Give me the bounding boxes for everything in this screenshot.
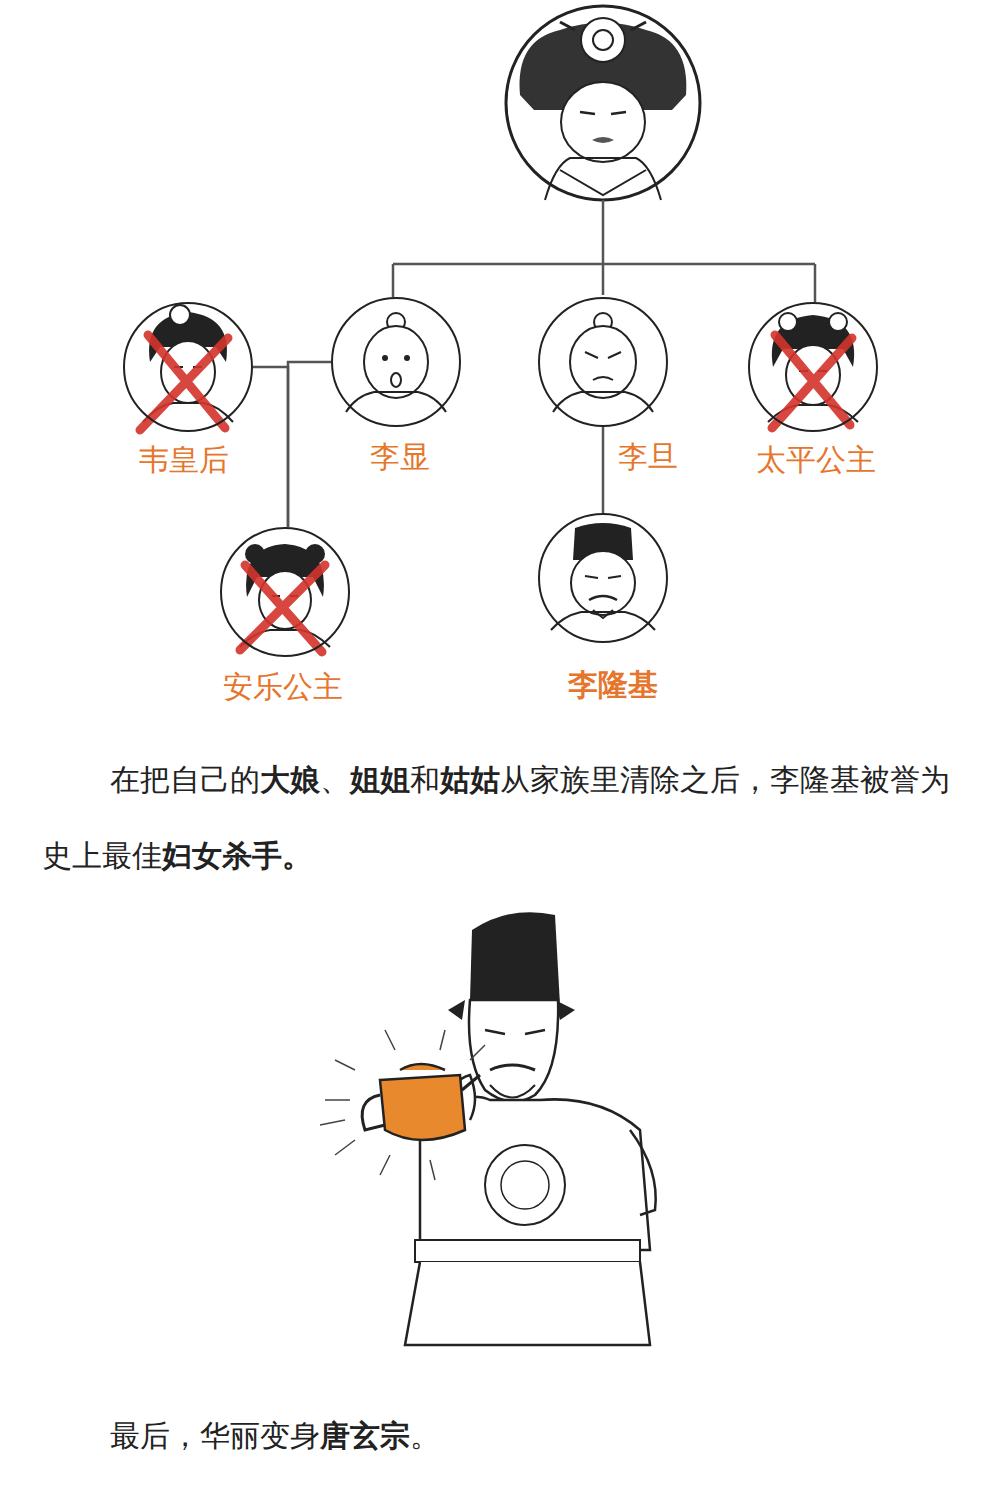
drawing-stroke <box>593 377 613 380</box>
body-text: 、 <box>320 762 350 797</box>
drawing-stroke <box>581 18 625 62</box>
drawing-stroke <box>571 551 635 615</box>
drawing-stroke <box>593 30 613 50</box>
drawing-stroke <box>538 513 668 643</box>
drawing-stroke <box>580 112 626 114</box>
person-name: 李隆基 <box>568 667 658 703</box>
portrait <box>748 302 878 432</box>
drawing-stroke <box>220 527 350 657</box>
drawing-stroke <box>748 302 878 432</box>
portrait-circle: 李显 <box>331 297 461 427</box>
portrait <box>538 297 668 427</box>
body-paragraph: 最后，华丽变身唐玄宗。 <box>42 1406 962 1466</box>
drawing-stroke <box>245 544 265 564</box>
family-line <box>253 367 288 527</box>
tree-line <box>393 200 815 302</box>
drawing-stroke <box>506 6 700 200</box>
cross-mark <box>140 335 852 652</box>
drawing-stroke <box>585 352 621 358</box>
empress-portrait <box>506 6 700 200</box>
family-line <box>602 427 605 513</box>
portrait-circle: 太平公主 <box>748 302 878 432</box>
drawing-stroke <box>305 544 325 564</box>
emperor-figure <box>320 912 656 1345</box>
emphasis-text: 妇女杀手。 <box>162 838 312 873</box>
drawing-stroke <box>392 264 395 297</box>
drawing-stroke <box>501 1161 549 1209</box>
drawing-stroke <box>170 305 190 325</box>
emphasis-text: 姐姐 <box>350 762 410 797</box>
drawing-stroke <box>469 1000 558 1101</box>
drawing-stroke <box>485 1030 545 1034</box>
drawing-stroke <box>404 355 410 361</box>
drawing-stroke <box>592 137 614 143</box>
person-name: 韦皇后 <box>139 442 229 478</box>
portrait <box>123 302 253 432</box>
person-name: 李显 <box>370 439 430 475</box>
drawing-stroke <box>362 1095 385 1130</box>
drawing-stroke <box>448 1000 465 1020</box>
drawing-stroke <box>331 297 461 427</box>
body-text: 。 <box>410 1418 440 1453</box>
drawing-stroke <box>570 326 636 398</box>
portrait-circle: 李隆基 <box>538 513 668 643</box>
drawing-stroke <box>140 335 228 430</box>
portrait-circle: 韦皇后 <box>123 302 253 432</box>
drawing-stroke <box>346 392 446 412</box>
emphasis-text: 姑姑 <box>440 762 500 797</box>
body-text: 在把自己的 <box>110 762 260 797</box>
drawing-stroke <box>560 170 646 195</box>
drawing-stroke <box>779 313 797 331</box>
portrait <box>331 297 461 427</box>
drawing-stroke <box>490 1065 535 1070</box>
family-line <box>288 362 331 527</box>
drawing-stroke <box>123 302 253 432</box>
body-paragraph: 在把自己的大娘、姐姐和姑姑从家族里清除之后，李隆基被誉为史上最佳妇女杀手。 <box>42 742 962 894</box>
drawing-stroke <box>462 1075 480 1090</box>
drawing-stroke <box>829 313 847 331</box>
drawing-stroke <box>561 82 645 162</box>
emphasis-text: 唐玄宗 <box>320 1418 410 1453</box>
person-name: 李旦 <box>618 439 678 475</box>
drawing-stroke <box>405 1262 650 1345</box>
portrait <box>220 527 350 657</box>
portrait <box>538 513 668 643</box>
drawing-stroke <box>415 1240 640 1262</box>
drawing-stroke <box>538 297 668 427</box>
drawing-stroke <box>470 912 560 1005</box>
drawing-stroke <box>602 200 605 295</box>
drawing-stroke <box>382 355 388 361</box>
drawing-stroke <box>545 158 661 200</box>
drawing-stroke <box>320 1030 485 1180</box>
drawing-stroke <box>585 576 621 578</box>
drawing-stroke <box>485 1145 565 1225</box>
portrait-circle: 安乐公主 <box>220 527 350 657</box>
person-name: 安乐公主 <box>223 669 343 705</box>
drawing-stroke <box>364 326 428 398</box>
body-text: 和 <box>410 762 440 797</box>
emphasis-text: 大娘 <box>260 762 320 797</box>
drawing-stroke <box>400 1064 445 1070</box>
person-name: 太平公主 <box>756 442 876 478</box>
drawing-stroke <box>631 22 646 30</box>
drawing-stroke <box>814 264 817 302</box>
drawing-stroke <box>380 1075 465 1140</box>
body-text: 最后，华丽变身 <box>110 1418 320 1453</box>
drawing-stroke <box>551 612 655 630</box>
drawing-stroke <box>553 392 653 412</box>
drawing-stroke <box>240 565 325 652</box>
drawing-stroke <box>772 335 852 428</box>
drawing-stroke <box>630 1130 656 1215</box>
drawing-stroke <box>589 596 617 600</box>
drawing-stroke <box>320 1030 485 1180</box>
drawing-stroke <box>560 22 575 30</box>
portrait-circle: 李旦 <box>538 297 668 427</box>
drawing-stroke <box>393 263 815 266</box>
drawing-stroke <box>391 373 401 387</box>
drawing-stroke <box>490 1085 535 1098</box>
